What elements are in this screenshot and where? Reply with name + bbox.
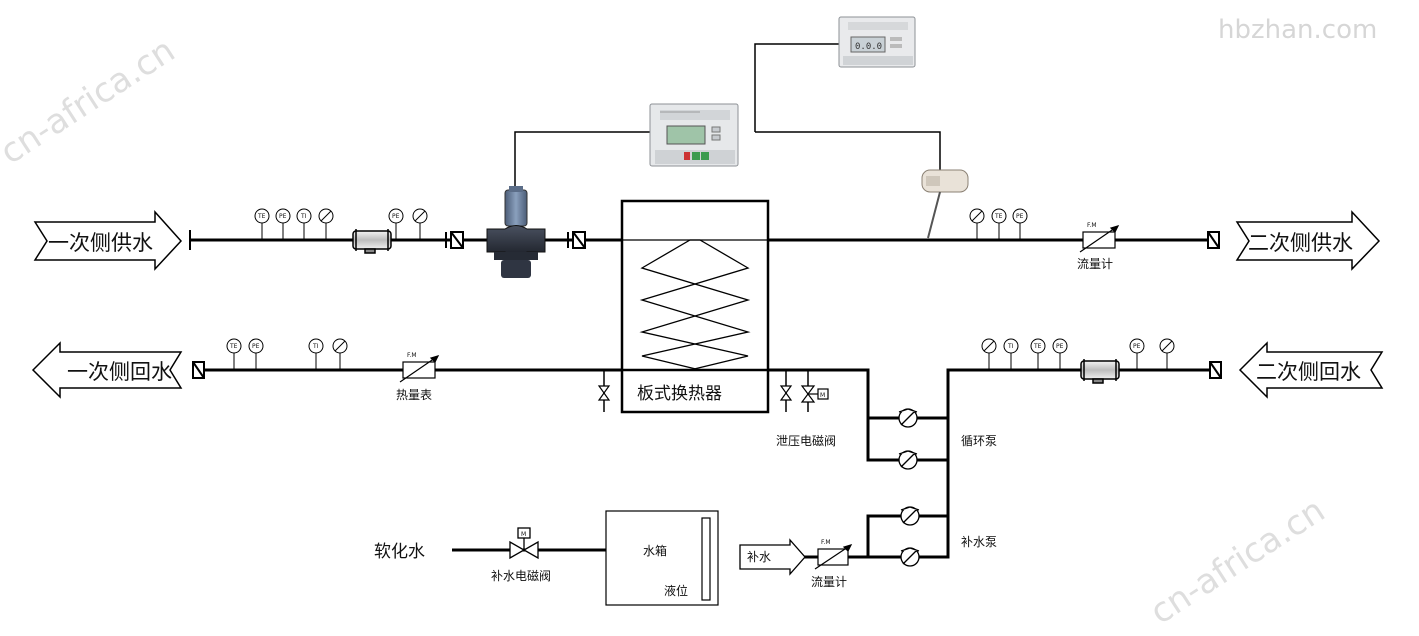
level-label: 液位 [664, 583, 688, 598]
arrow-primary-supply-label: 一次侧供水 [48, 231, 153, 255]
instruments-secondary-return [981, 338, 1175, 370]
tag-pe: PE [1133, 343, 1141, 350]
tag-ti: TI [300, 213, 307, 220]
instrument-tags-primary-return: TE PE TI [229, 343, 319, 350]
tag-pe: PE [279, 213, 287, 220]
soft-water-label: 软化水 [374, 542, 425, 562]
tag-te: TE [994, 213, 1003, 220]
tag-ti: TI [312, 343, 319, 350]
room-display-unit: 0.0.0 [838, 16, 916, 68]
tag-pe: PE [392, 213, 400, 220]
watermark-top-left: cn-africa.cn [0, 30, 182, 172]
instruments-primary-return [226, 338, 348, 370]
flow-meter-makeup [814, 544, 853, 570]
arrow-secondary-return-label: 二次侧回水 [1256, 360, 1361, 384]
flow-meter-supply-tag: F.M [1087, 222, 1097, 229]
makeup-valve-label: 补水电磁阀 [491, 568, 551, 583]
flow-meter-makeup-label: 流量计 [811, 575, 847, 589]
tag-pe: PE [252, 343, 260, 350]
tag-pe: PE [1056, 343, 1064, 350]
heat-meter [399, 355, 440, 383]
drain-valves [597, 385, 829, 403]
end-flanges [189, 230, 1222, 379]
heat-meter-label: 热量表 [396, 388, 432, 402]
heat-meter-tag: F.M [407, 352, 417, 359]
temperature-sensor [921, 169, 969, 239]
tag-ti: TI [1007, 343, 1014, 350]
flow-meter-supply [1079, 225, 1120, 253]
flow-meter-makeup-tag: F.M [821, 539, 831, 546]
watermark-top-right: hbzhan.com [1218, 15, 1377, 45]
tag-te: TE [257, 213, 266, 220]
watermark-bottom-right: cn-africa.cn [1143, 490, 1332, 632]
heat-exchanger-label: 板式换热器 [637, 384, 722, 404]
arrow-secondary-supply: 二次侧供水 [1235, 210, 1381, 271]
arrow-primary-return: 一次侧回水 [31, 341, 183, 399]
flow-meter-supply-label: 流量计 [1077, 257, 1113, 271]
tag-pe: PE [1016, 213, 1024, 220]
arrow-makeup: 补水 [739, 538, 806, 576]
instrument-tags-primary-supply: TE PE TI PE [257, 213, 400, 220]
makeup-solenoid-valve [509, 527, 539, 560]
control-valve [486, 186, 546, 278]
instrument-tags-secondary-supply: TE PE [994, 213, 1024, 220]
arrow-secondary-return: 二次侧回水 [1238, 341, 1384, 399]
makeup-valve-tag: M [521, 531, 526, 538]
arrow-primary-supply: 一次侧供水 [33, 210, 183, 271]
arrow-primary-return-label: 一次侧回水 [67, 360, 172, 384]
instrument-tags-secondary-return: TI TE PE PE [1007, 343, 1141, 350]
arrow-makeup-label: 补水 [747, 550, 771, 564]
filter-primary-supply [352, 229, 392, 254]
instruments-secondary-supply [969, 208, 1028, 240]
room-display-digits: 0.0.0 [855, 42, 882, 52]
water-tank-label: 水箱 [643, 543, 667, 558]
tag-te: TE [229, 343, 238, 350]
makeup-pump-label: 补水泵 [961, 535, 997, 549]
makeup-pumps [900, 506, 920, 567]
tag-te: TE [1033, 343, 1042, 350]
main-controller [649, 103, 739, 167]
relief-valve-tag: M [820, 392, 825, 399]
arrow-secondary-supply-label: 二次侧供水 [1248, 231, 1353, 255]
instruments-primary-supply [254, 208, 428, 240]
circulation-pumps [898, 408, 918, 470]
filter-secondary-return [1080, 359, 1120, 384]
relief-valve-label: 泄压电磁阀 [776, 433, 836, 448]
circulation-pump-label: 循环泵 [961, 434, 997, 448]
plate-heat-exchanger: 板式换热器 [620, 199, 770, 414]
water-tank: 水箱 液位 [605, 510, 719, 606]
